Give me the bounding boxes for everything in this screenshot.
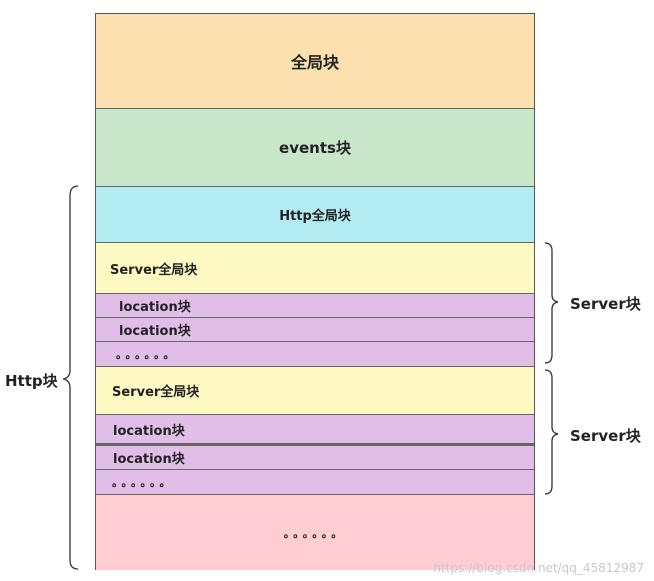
server1-global-block: Server全局块 <box>96 243 534 294</box>
server2-location-2-label: location块 <box>113 452 185 467</box>
server2-ellipsis-block: 。。。。。。 <box>96 470 534 495</box>
http-global-block: Http全局块 <box>96 187 534 243</box>
http-brace-label: Http块 <box>5 372 58 390</box>
server2-location-block-2: location块 <box>96 446 534 470</box>
server2-location-1-label: location块 <box>113 423 185 439</box>
server1-location-block-2: location块 <box>96 318 534 342</box>
server1-location-block-1: location块 <box>96 294 534 318</box>
server1-ellipsis-block: 。。。。。。 <box>96 342 534 367</box>
global-block-label: 全局块 <box>290 53 339 72</box>
server1-location-2-label: location块 <box>119 324 191 339</box>
global-block: 全局块 <box>96 14 534 109</box>
events-block: events块 <box>96 109 534 187</box>
server1-brace <box>544 242 559 364</box>
server2-ellipsis: 。。。。。。 <box>112 476 175 489</box>
server1-global-block-label: Server全局块 <box>110 262 198 278</box>
server1-location-1-label: location块 <box>119 300 191 315</box>
watermark: https://blog.csdn.net/qq_45812987 <box>433 561 644 575</box>
server1-brace-label: Server块 <box>570 295 641 313</box>
server1-ellipsis: 。。。。。。 <box>116 348 179 361</box>
http-tail-ellipsis: 。。。。。。 <box>283 526 347 540</box>
nginx-config-structure: 全局块 events块 Http全局块 Server全局块 location块 … <box>95 13 535 570</box>
server2-location-block-1: location块 <box>96 415 534 446</box>
server2-global-block-label: Server全局块 <box>112 385 200 400</box>
http-global-block-label: Http全局块 <box>279 209 351 224</box>
server2-brace <box>544 369 559 495</box>
http-brace <box>62 185 79 570</box>
server2-brace-label: Server块 <box>570 427 641 445</box>
server2-global-block: Server全局块 <box>96 367 534 415</box>
events-block-label: events块 <box>279 139 351 157</box>
http-tail-block: 。。。。。。 <box>96 495 534 570</box>
